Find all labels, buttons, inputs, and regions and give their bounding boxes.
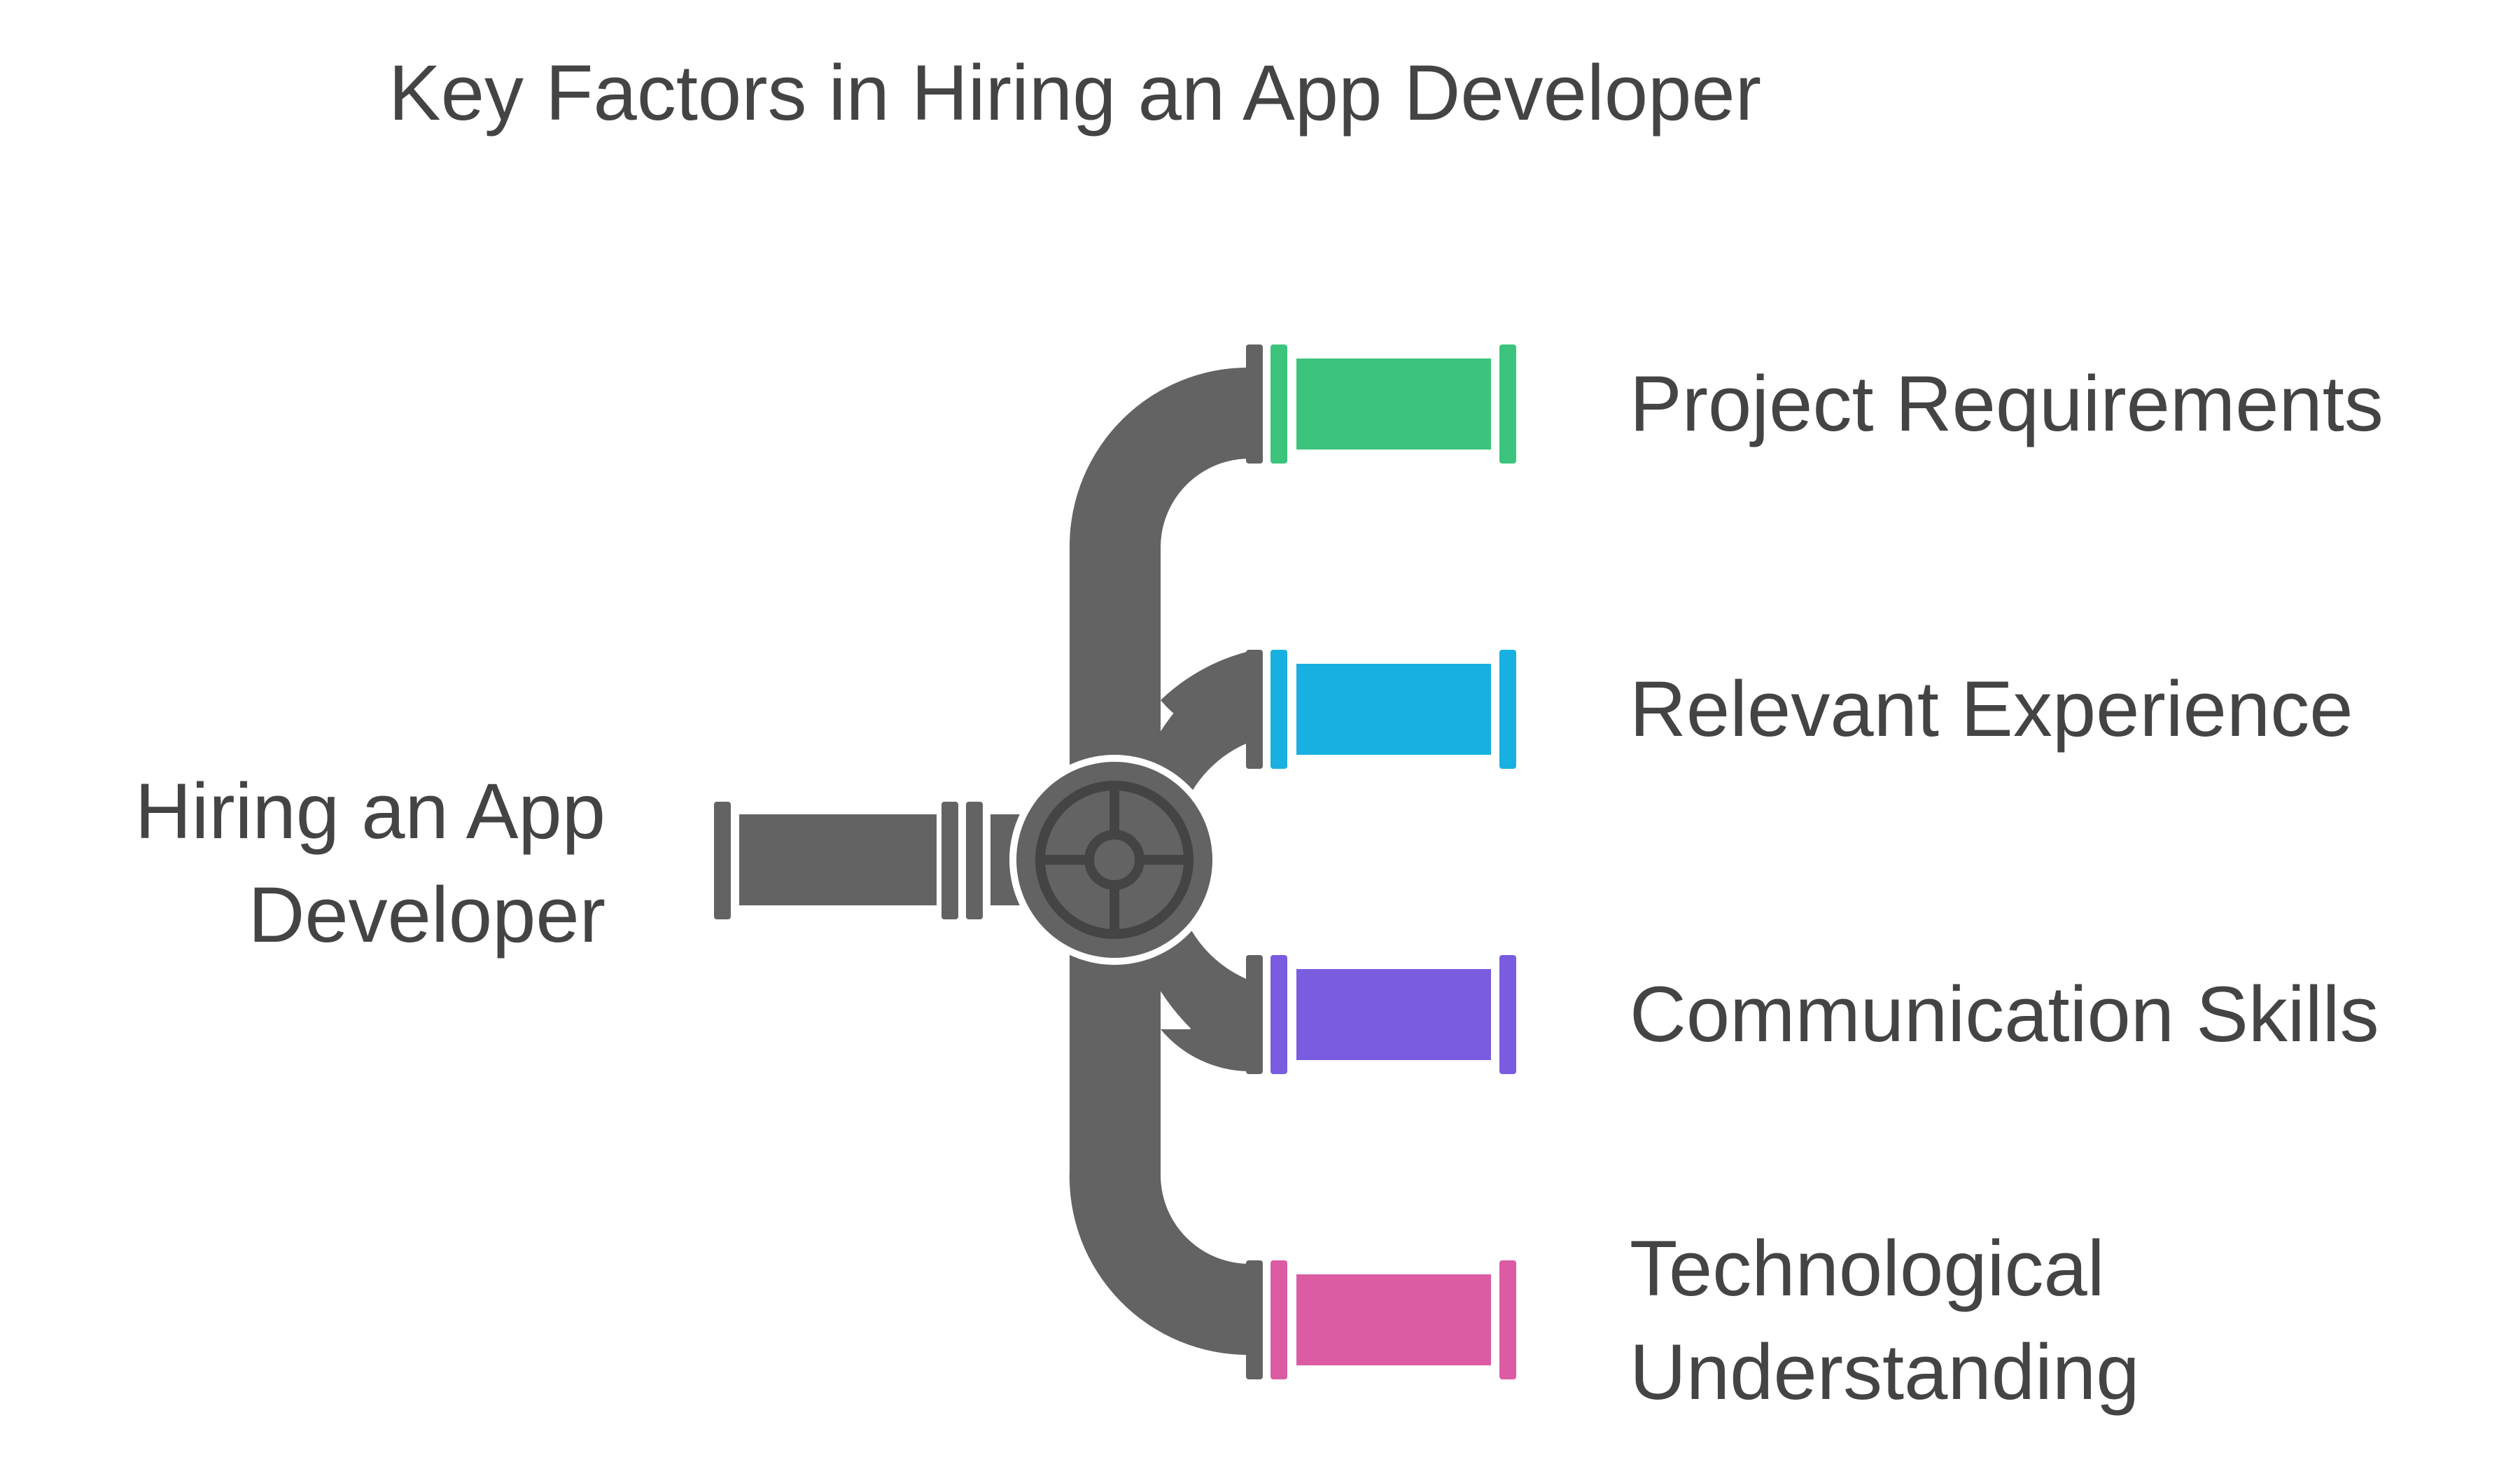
branch-pipe-technological-understanding	[1246, 1260, 1516, 1379]
branch-label-line1: Communication Skills	[1630, 970, 2379, 1058]
elbow-pipe-communication-skills	[1134, 928, 1250, 1071]
branch-label-line1: Technological	[1630, 1225, 2105, 1312]
source-label: Hiring an App Developer	[0, 760, 606, 967]
branch-label-line1: Relevant Experience	[1630, 665, 2353, 753]
branch-label-relevant-experience: Relevant Experience	[1630, 657, 2353, 761]
branch-pipe-project-requirements	[1246, 344, 1516, 464]
branch-pipe-relevant-experience	[1246, 650, 1516, 769]
elbow-pipe-relevant-experience	[1134, 651, 1250, 795]
valve-wheel-icon	[1009, 755, 1219, 965]
branch-label-line1: Project Requirements	[1630, 360, 2384, 447]
branch-label-project-requirements: Project Requirements	[1630, 352, 2384, 456]
branch-label-line2: Understanding	[1630, 1328, 2140, 1416]
source-label-line2: Developer	[248, 871, 606, 959]
branch-label-communication-skills: Communication Skills	[1630, 963, 2379, 1066]
branch-pipe-communication-skills	[1246, 955, 1516, 1074]
input-pipe	[714, 802, 1050, 919]
diagram-title: Key Factors in Hiring an App Developer	[388, 49, 1761, 137]
source-label-line1: Hiring an App	[134, 767, 606, 855]
branch-label-technological-understanding: Technological Understanding	[1630, 1217, 2140, 1424]
